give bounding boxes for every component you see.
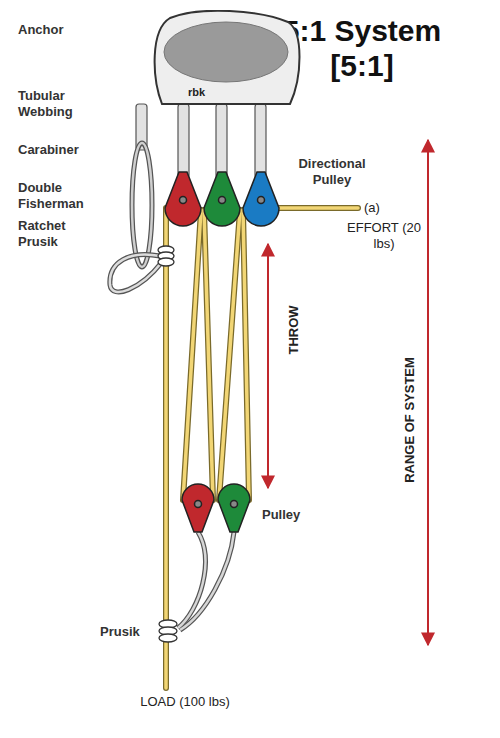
prusik-sling (110, 254, 162, 291)
point-marker: (a) (364, 200, 380, 216)
carabiner (178, 532, 205, 628)
part-label: Directional Pulley (284, 156, 380, 187)
carabiner (132, 143, 152, 267)
pulley (165, 172, 279, 226)
part-label: Anchor (18, 22, 118, 38)
force-label: EFFORT (20 lbs) (342, 220, 426, 251)
range-arrow (427, 140, 429, 645)
anchor-shape (150, 10, 302, 108)
dimension-label: THROW (286, 305, 302, 354)
dimension-label: RANGE OF SYSTEM (402, 357, 418, 483)
anchor: rbk (150, 10, 302, 108)
prusik-knot (158, 246, 177, 642)
rope (166, 208, 358, 688)
part-label: Prusik (100, 624, 140, 640)
force-label: LOAD (100 lbs) (135, 694, 235, 710)
carabiner (180, 532, 234, 630)
throw-arrow (267, 244, 269, 488)
rope (166, 208, 358, 688)
prusik-sling (110, 254, 162, 291)
pulley (182, 484, 250, 532)
initials: rbk (188, 86, 205, 98)
anchor-face (164, 22, 288, 82)
tubular-webbing (136, 104, 266, 178)
part-label: Tubular Webbing (18, 88, 100, 119)
part-label: Carabiner (18, 142, 118, 158)
part-label: Pulley (262, 507, 300, 523)
carabiner (132, 143, 152, 267)
anchor-rock (155, 11, 300, 104)
part-label: Double Fisherman (18, 180, 100, 211)
part-label: Ratchet Prusik (18, 218, 100, 249)
